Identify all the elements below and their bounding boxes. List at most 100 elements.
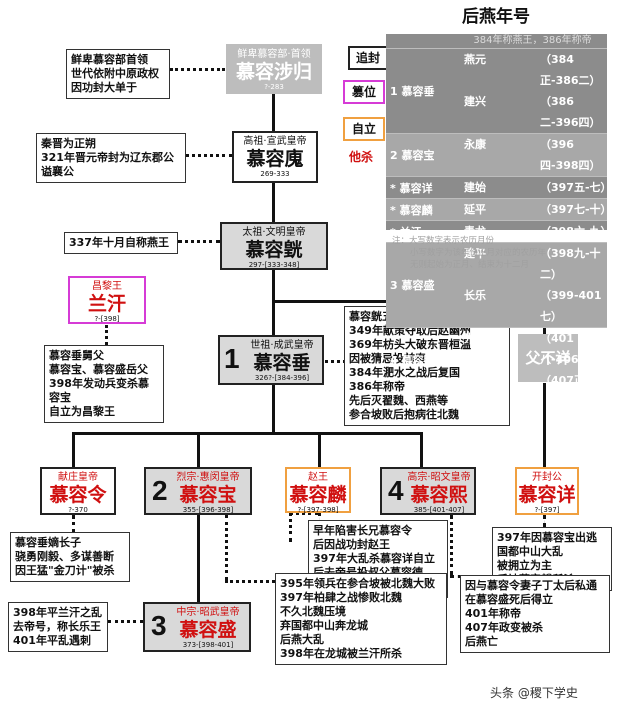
era-group: 2 慕容宝永康（396四-398四） bbox=[386, 133, 607, 176]
note-sheng: 398年平兰汗之乱 去帝号，称长乐王 401年平乱遇刺 bbox=[8, 602, 108, 652]
era-row: 长乐（399-401七） bbox=[458, 285, 607, 327]
legend-zili: 自立 bbox=[343, 117, 385, 141]
era-span: （399-401七） bbox=[540, 289, 602, 323]
node-title: 太祖·文明皇帝 bbox=[242, 227, 306, 238]
era-name: 建平 bbox=[464, 247, 486, 260]
node-date: ?-[398] bbox=[94, 315, 120, 323]
footnote-line: 注：大写数字表示农历月份 bbox=[392, 236, 495, 246]
node-name: 慕容皝 bbox=[245, 239, 303, 261]
node-chui[interactable]: 世祖·成武皇帝 慕容垂 326?-[384-396] 1 bbox=[218, 335, 324, 385]
era-span: （398六-九） bbox=[540, 225, 612, 238]
era-name: 燕元 bbox=[464, 53, 486, 66]
line-bao-sheng bbox=[197, 515, 200, 603]
node-title: 世祖·成武皇帝 bbox=[250, 340, 314, 351]
era-ruler: * 慕容麟 bbox=[390, 203, 433, 217]
era-group: 1 慕容垂 燕元 （384正-386二） 建兴（386二-396四） bbox=[386, 48, 607, 133]
node-name: 慕容垂 bbox=[253, 352, 311, 374]
era-row: 建始 （407正-七） bbox=[458, 370, 612, 391]
line-sons-bar bbox=[72, 432, 422, 435]
era-name: 延平 bbox=[464, 203, 486, 216]
node-date: ?-[397-398] bbox=[297, 506, 339, 514]
node-date: 269-333 bbox=[260, 170, 290, 178]
node-name: 慕容盛 bbox=[179, 619, 237, 641]
era-ruler: * 兰汗 bbox=[390, 225, 422, 239]
node-date: 326?-[384-396] bbox=[254, 374, 310, 382]
dots-chui bbox=[318, 360, 346, 363]
era-ruler: 1 慕容垂 bbox=[390, 85, 435, 98]
era-footnote: 注：大写数字表示农历月份 小写数字为该年份正月对应的农历年 无则起始为正月、结束… bbox=[392, 235, 546, 271]
era-list: 永康 （396四-398四） bbox=[458, 134, 607, 176]
era-name: 永康 bbox=[464, 138, 486, 151]
node-lanhan[interactable]: 昌黎王 兰汗 ?-[398] bbox=[68, 276, 146, 324]
era-group: 3 慕容盛建平（398九-十二）长乐（399-401七） bbox=[386, 242, 607, 327]
node-title: 赵王 bbox=[308, 472, 328, 483]
dots-shegui bbox=[170, 68, 225, 71]
node-bao[interactable]: 烈宗·惠闵皇帝 慕容宝 355-[396-398] 2 bbox=[144, 467, 252, 515]
legend-zhuifeng: 追封 bbox=[348, 46, 388, 70]
era-name: 光始 bbox=[464, 332, 486, 345]
node-sheng[interactable]: 中宗·昭武皇帝 慕容盛 373-[398-401] 3 bbox=[143, 602, 251, 652]
era-group: * 慕容麟 延平 （397七-十） bbox=[386, 198, 612, 220]
era-span: （401八-406) bbox=[540, 332, 584, 366]
footnote-line: 无则起始为正月、结束为十二月 bbox=[410, 260, 530, 270]
line-to-xi bbox=[420, 432, 423, 467]
watermark: 头条 @稷下学史 bbox=[490, 686, 578, 700]
era-group: 4 慕容熙 光始 （401八-406) 建始 （407正-七） bbox=[386, 327, 612, 391]
dots-xi-v bbox=[450, 515, 453, 575]
node-xiang[interactable]: 开封公 慕容详 ?-[397] bbox=[515, 467, 579, 515]
era-groups: 1 慕容垂燕元（384正-386二）建兴（386二-396四）2 慕容宝永康（3… bbox=[386, 48, 612, 391]
era-list: 延平 （397七-十） bbox=[458, 199, 612, 220]
era-list: 燕元 （384正-386二） 建兴（386二-396四） bbox=[458, 49, 607, 133]
era-name: 建始 bbox=[464, 374, 486, 387]
node-date: 297-[333-348] bbox=[248, 261, 300, 269]
era-table-title: 后燕年号 bbox=[462, 7, 530, 27]
line-fubuxiang-xiang bbox=[543, 383, 546, 467]
era-span: （407正-七） bbox=[540, 374, 612, 387]
dots-bao-v bbox=[225, 515, 228, 580]
dots-lin-v2 bbox=[289, 512, 292, 542]
node-title: 昌黎王 bbox=[92, 281, 122, 292]
era-row: 永康 （396四-398四） bbox=[458, 134, 607, 176]
era-row: 建兴（386二-396四） bbox=[458, 91, 607, 133]
line-to-ling bbox=[72, 432, 75, 467]
era-span: （386二-396四） bbox=[540, 95, 601, 129]
era-group: * 慕容详建始（397五-七） bbox=[386, 176, 612, 198]
node-shegui[interactable]: 鲜卑慕容部·首领 慕容涉归 ?-283 bbox=[226, 44, 322, 94]
node-name: 兰汗 bbox=[87, 293, 126, 315]
era-table: 384年称燕王，386年称帝 1 慕容垂 燕元 （384正-386二） 建兴（386二… bbox=[386, 34, 612, 387]
era-group: * 兰汗青龙（398六-九） bbox=[386, 220, 612, 242]
dots-bao-h bbox=[225, 580, 275, 583]
node-hui[interactable]: 高祖·宣武皇帝 慕容廆 269-333 bbox=[232, 131, 318, 183]
line-shegui-hui bbox=[272, 93, 275, 131]
node-huang[interactable]: 太祖·文明皇帝 慕容皝 297-[333-348] bbox=[220, 222, 328, 270]
node-name: 慕容详 bbox=[518, 484, 576, 506]
line-to-lin bbox=[318, 432, 321, 467]
era-span: （396四-398四） bbox=[540, 138, 601, 172]
era-row: 延平 （397七-十） bbox=[458, 199, 612, 220]
era-span: （397七-十） bbox=[540, 203, 612, 216]
note-hui: 秦晋为正朔 321年晋元帝封为辽东郡公 谥襄公 bbox=[36, 133, 186, 183]
era-ruler: 3 慕容盛 bbox=[390, 279, 435, 292]
dots-lin-h bbox=[289, 512, 319, 515]
line-hui-huang bbox=[272, 183, 275, 223]
node-xi[interactable]: 高宗·昭文皇帝 慕容熙 385-[401-407] 4 bbox=[380, 467, 476, 515]
node-order-number: 4 bbox=[388, 475, 404, 506]
era-ruler: 4 慕容熙 bbox=[390, 353, 435, 367]
node-order-number: 3 bbox=[151, 610, 167, 641]
node-ling[interactable]: 献庄皇帝 慕容令 ?-370 bbox=[40, 467, 116, 515]
node-date: 385-[401-407] bbox=[413, 506, 465, 514]
node-name: 父不详 bbox=[525, 349, 571, 367]
node-lin[interactable]: 赵王 慕容麟 ?-[397-398] bbox=[285, 467, 351, 514]
era-ruler: * 慕容详 bbox=[390, 181, 433, 195]
line-to-bao bbox=[197, 432, 200, 467]
node-fubuxiang[interactable]: 父不详 bbox=[518, 334, 578, 382]
node-order-number: 2 bbox=[152, 475, 168, 506]
era-span: （384正-386二） bbox=[540, 53, 601, 87]
era-table-header: 384年称燕王，386年称帝 bbox=[473, 35, 592, 46]
era-span: （397五-七） bbox=[540, 181, 612, 194]
line-chui-down bbox=[272, 385, 275, 433]
node-title: 鲜卑慕容部·首领 bbox=[237, 49, 311, 60]
node-name: 慕容廆 bbox=[246, 148, 304, 170]
note-bao: 395年领兵在参合坡被北魏大败 397年柏肆之战惨败北魏 不久北魏压境 弃国都中… bbox=[275, 573, 447, 665]
era-row: 燕元 （384正-386二） bbox=[458, 49, 607, 91]
